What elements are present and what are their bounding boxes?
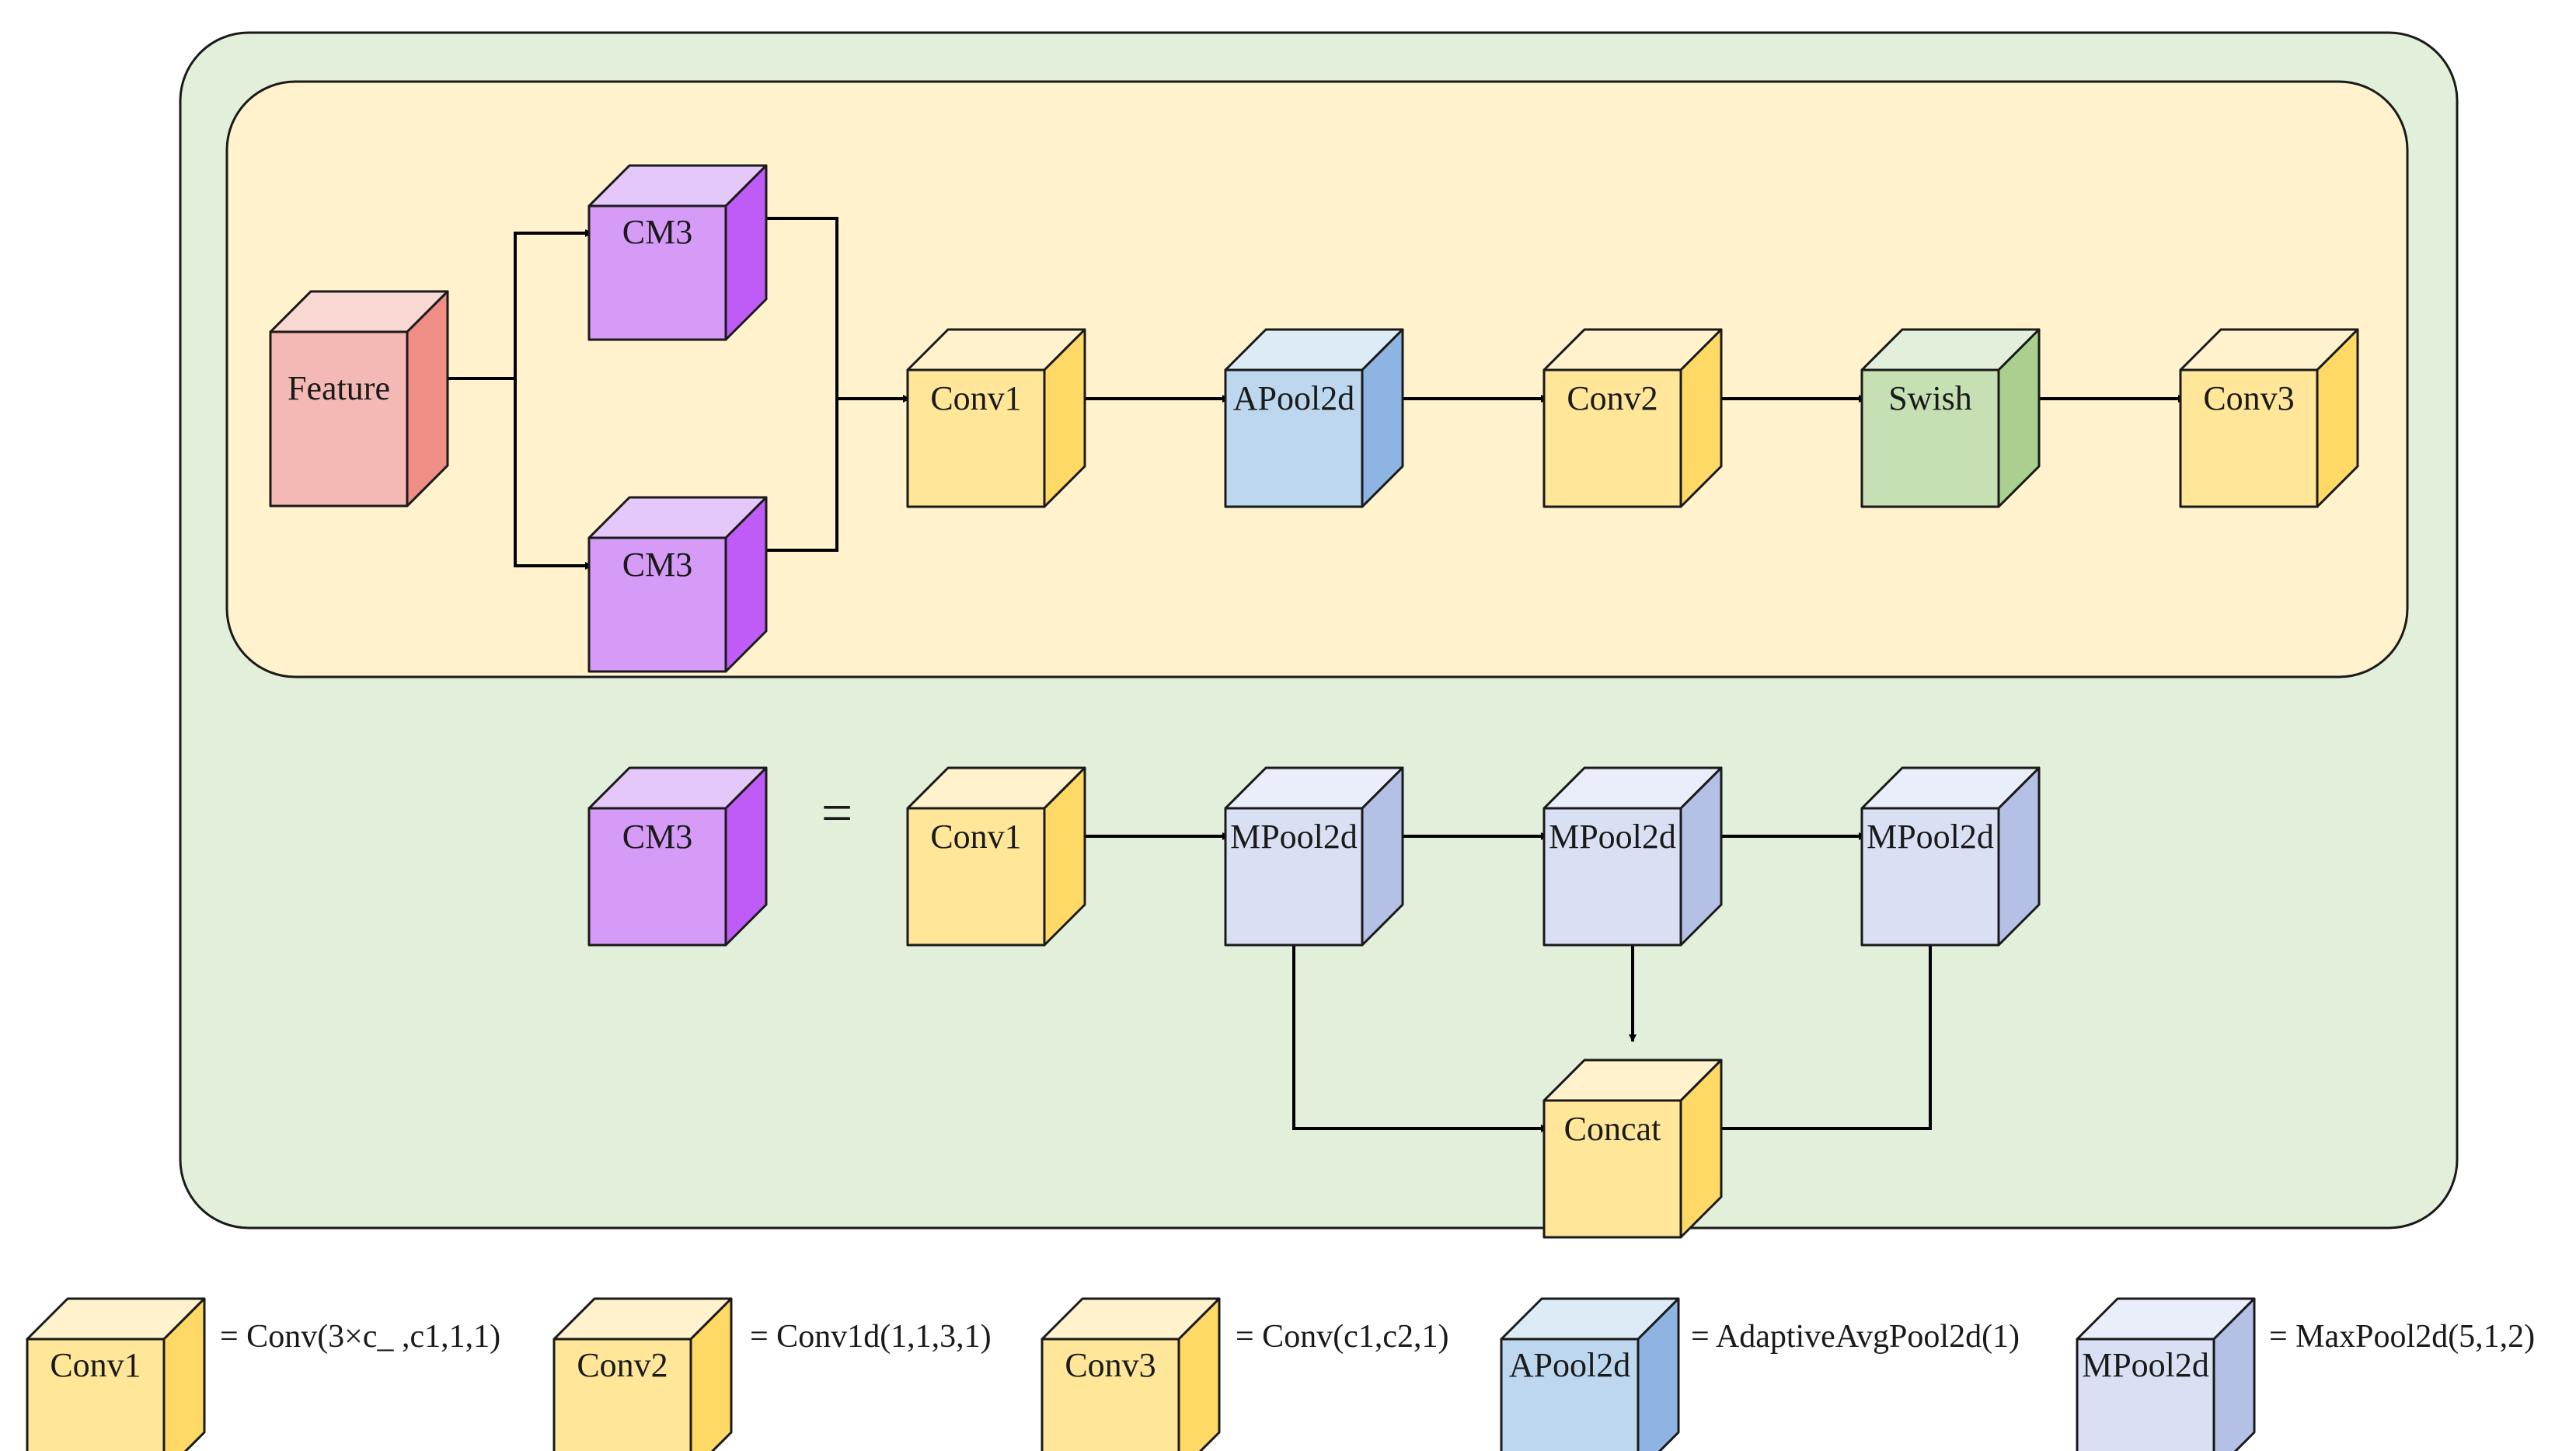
conv3-label: Conv3 [2203,379,2294,417]
conv1-block [906,328,1086,508]
apool2d-block [1224,328,1404,508]
edge-feature-to-cm3-top [514,229,593,378]
legend-conv1-block [26,1297,206,1451]
cm3-block-top-front-face [587,204,727,341]
legend-apool2d-definition: = AdaptiveAvgPool2d(1) [1691,1319,2020,1355]
conv1-label: Conv1 [930,379,1021,417]
apool2d-block-front-face [1224,368,1364,508]
edge-feature-to-cm3-bottom [514,378,593,570]
conv2-block [1542,328,1723,508]
legend-conv1-label: Conv1 [50,1346,141,1384]
conv1-definition-block-front-face [906,807,1046,947]
feature-block-front-face [269,330,409,508]
legend-apool2d-label: APool2d [1509,1346,1630,1384]
edge-mpool1-to-concat [1292,902,1549,1132]
legend-conv3-definition: = Conv(c1,c2,1) [1236,1319,1448,1355]
legend-mpool2d-block-front-face [2076,1338,2215,1451]
legend-conv3-block-front-face [1041,1338,1180,1451]
legend-mpool2d-definition: = MaxPool2d(5,1,2) [2269,1319,2535,1355]
concat-block [1542,1059,1723,1239]
legend-conv2-label: Conv2 [577,1346,668,1384]
conv1-definition-label: Conv1 [930,818,1021,856]
conv2-block-front-face [1542,368,1682,508]
mpool2d-3-label: MPool2d [1867,818,1994,856]
legend-conv2-definition: = Conv1d(1,1,3,1) [750,1319,992,1355]
conv1-definition-block [906,766,1086,947]
mpool2d-block-3 [1860,766,2041,947]
mpool2d-block-3-front-face [1860,807,2000,947]
cm3-top-label: CM3 [622,213,692,251]
legend-mpool2d-label: MPool2d [2082,1346,2209,1384]
legend-apool2d-block-front-face [1500,1338,1640,1451]
feature-block [269,290,449,508]
legend: Conv1 = Conv(3×c_ ,c1,1,1) Conv2 = Conv1… [50,1319,2535,1384]
apool2d-label: APool2d [1233,379,1354,417]
cm3-definition-label: CM3 [622,818,692,856]
legend-conv1-block-front-face [26,1338,166,1451]
conv1-block-front-face [906,368,1046,508]
concat-label: Concat [1564,1110,1661,1148]
mpool2d-block-1-front-face [1224,807,1364,947]
conv3-block-front-face [2179,368,2319,508]
cm3-definition-block-front-face [587,807,727,947]
legend-conv2-block [552,1297,733,1451]
feature-label: Feature [288,369,390,407]
legend-conv1-definition: = Conv(3×c_ ,c1,1,1) [220,1319,500,1355]
cm3-block-bottom [587,496,768,673]
swish-block [1860,328,2041,508]
connector-edges [426,217,2186,1132]
conv3-block [2179,328,2359,508]
legend-conv3-block [1041,1297,1221,1451]
legend-apool2d-block [1500,1297,1680,1451]
conv2-label: Conv2 [1567,379,1657,417]
cm3-bottom-label: CM3 [622,546,692,584]
mpool2d-block-1 [1224,766,1404,947]
edge-cm3-top-merge [748,217,838,399]
block-labels: Feature CM3 CM3 Conv1 APool2d Conv2 Swis… [288,213,2295,1148]
equals-sign: = [821,782,853,844]
mpool2d-block-2 [1542,766,1723,947]
edge-cm3-bottom-merge [748,399,838,552]
cm3-definition-block [587,766,768,947]
concat-block-front-face [1542,1099,1682,1239]
cm3-block-top [587,164,768,341]
legend-conv3-label: Conv3 [1065,1346,1156,1384]
swish-block-front-face [1860,368,2000,508]
legend-conv2-block-front-face [552,1338,692,1451]
mpool2d-block-2-front-face [1542,807,1682,947]
mpool2d-2-label: MPool2d [1549,818,1676,856]
legend-mpool2d-block [2076,1297,2256,1451]
edge-mpool3-to-concat [1677,902,1932,1132]
mpool2d-1-label: MPool2d [1230,818,1358,856]
swish-label: Swish [1888,379,1972,417]
cm3-block-bottom-front-face [587,536,727,673]
